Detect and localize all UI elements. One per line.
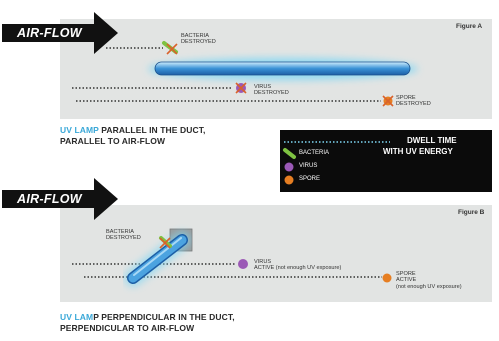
airflow-arrow-a <box>2 12 118 54</box>
bacteria-destroyed-icon-b <box>159 236 172 249</box>
legend-swatches <box>283 141 390 185</box>
bacteria-destroyed-label-a: BACTERIA DESTROYED <box>181 33 216 46</box>
caption-b: UV LAMP PERPENDICULAR IN THE DUCT, PERPE… <box>60 312 235 334</box>
uv-lamp-a <box>154 61 411 76</box>
legend-box: DWELL TIME WITH UV ENERGY BACTERIA VIRUS… <box>280 130 492 192</box>
legend-virus-swatch <box>284 162 294 172</box>
legend-spore-swatch <box>284 175 294 185</box>
spore-destroyed-label-a: SPORE DESTROYED <box>396 95 431 108</box>
uv-lamp-b <box>124 231 191 287</box>
airflow-label-a: AIR-FLOW <box>17 26 82 40</box>
legend-item-virus: VIRUS <box>299 163 318 169</box>
virus-destroyed-label-a: VIRUS DESTROYED <box>254 84 289 97</box>
caption-a-line2: PARALLEL TO AIR-FLOW <box>60 136 166 146</box>
caption-b-uv: UV LAM <box>60 312 94 322</box>
legend-title-line2: WITH UV ENERGY <box>383 147 453 156</box>
bacteria-destroyed-label-b: BACTERIA DESTROYED <box>106 229 141 242</box>
caption-b-line2: PERPENDICULAR TO AIR-FLOW <box>60 323 195 333</box>
spore-note-label-b: (not enough UV exposure) <box>396 284 462 290</box>
virus-label-b: VIRUS <box>254 259 272 265</box>
caption-a: UV LAMP PARALLEL IN THE DUCT, PARALLEL T… <box>60 125 206 147</box>
bacteria-destroyed-icon-a <box>162 41 178 55</box>
virus-active-icon-b <box>238 259 248 269</box>
airflow-arrow-b <box>2 178 118 220</box>
figure-b-label: Figure B <box>458 209 485 216</box>
legend-bacteria-swatch <box>283 148 296 159</box>
legend-title-line1: DWELL TIME <box>407 136 457 145</box>
caption-a-uv: UV LAMP <box>60 125 99 135</box>
spore-status-label-b: ACTIVE <box>396 277 417 283</box>
spore-destroyed-icon-a <box>382 95 394 107</box>
virus-destroyed-icon-a <box>235 82 247 94</box>
legend-item-spore: SPORE <box>299 176 321 182</box>
airflow-label-b: AIR-FLOW <box>17 192 82 206</box>
spore-label-b: SPORE <box>396 271 416 277</box>
caption-b-line1: P PERPENDICULAR IN THE DUCT, <box>93 312 235 322</box>
caption-a-line1: PARALLEL IN THE DUCT, <box>98 125 206 135</box>
figure-a-label: Figure A <box>456 23 483 30</box>
spore-active-icon-b <box>382 273 392 283</box>
legend-item-bacteria: BACTERIA <box>299 150 330 156</box>
virus-status-label-b: ACTIVE (not enough UV exposure) <box>254 265 342 271</box>
